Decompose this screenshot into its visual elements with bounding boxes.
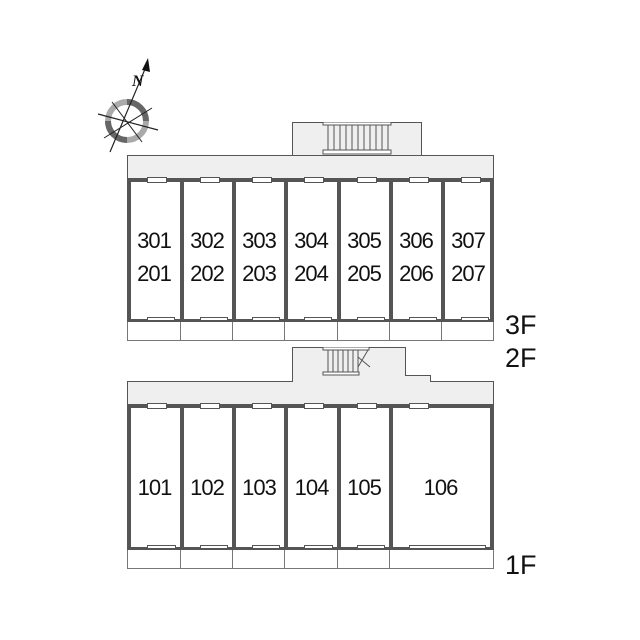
- unit-label-1f: 101: [137, 475, 173, 500]
- balcony-window: [252, 317, 280, 321]
- unit-label-1f: 103: [242, 475, 277, 500]
- unit-room: [389, 404, 494, 551]
- unit-label-3f: 303: [242, 228, 277, 253]
- upper-staircase: [322, 122, 392, 155]
- unit-label-1f: 104: [294, 475, 330, 500]
- balcony: [127, 322, 184, 341]
- unit-label-1f: 102: [190, 475, 225, 500]
- balcony-window: [252, 545, 280, 549]
- unit-label-2f: 204: [294, 261, 329, 286]
- lower-landing-step: [405, 375, 431, 383]
- unit-door: [252, 177, 272, 183]
- floor-label-3f: 3F: [505, 310, 537, 340]
- lower-staircase: [322, 347, 371, 376]
- floor-label-1f: 1F: [505, 550, 537, 580]
- unit-label-2f: 203: [242, 261, 277, 286]
- balcony-window: [357, 545, 385, 549]
- unit-label-3f: 306: [399, 228, 434, 253]
- unit-room: [180, 404, 236, 551]
- unit-door: [252, 403, 272, 409]
- balcony-window: [357, 317, 385, 321]
- unit-door: [200, 403, 220, 409]
- unit-door: [304, 177, 324, 183]
- balcony-window: [147, 317, 175, 321]
- unit-label-2f: 206: [399, 261, 434, 286]
- unit-label-2f: 201: [137, 261, 172, 286]
- floor-label-2f: 2F: [505, 343, 537, 373]
- unit-label-3f: 305: [347, 228, 382, 253]
- unit-room: [441, 178, 494, 323]
- balcony: [284, 322, 341, 341]
- balcony: [180, 550, 236, 569]
- unit-door: [461, 177, 481, 183]
- balcony-window: [304, 545, 333, 549]
- unit-label-1f: 105: [347, 475, 382, 500]
- balcony-window: [409, 545, 486, 549]
- unit-label-3f: 301: [137, 228, 172, 253]
- unit-door: [304, 403, 324, 409]
- compass-icon: N: [97, 58, 159, 153]
- unit-door: [147, 403, 167, 409]
- balcony: [337, 322, 393, 341]
- balcony-window: [147, 545, 176, 549]
- unit-label-2f: 205: [347, 261, 382, 286]
- unit-room: [127, 404, 184, 551]
- balcony: [180, 322, 236, 341]
- unit-room: [127, 178, 184, 323]
- balcony-window: [200, 317, 228, 321]
- unit-label-3f: 302: [190, 228, 225, 253]
- unit-label-3f: 304: [294, 228, 329, 253]
- unit-door: [357, 403, 377, 409]
- balcony: [232, 550, 288, 569]
- balcony: [127, 550, 184, 569]
- balcony: [232, 322, 288, 341]
- unit-door: [357, 177, 377, 183]
- balcony: [389, 550, 494, 569]
- north-label: N: [131, 73, 145, 90]
- balcony-window: [409, 317, 437, 321]
- unit-label-2f: 207: [451, 261, 486, 286]
- balcony: [284, 550, 341, 569]
- balcony-window: [200, 545, 228, 549]
- unit-door: [409, 177, 429, 183]
- unit-label-1f: 106: [423, 475, 459, 500]
- balcony-window: [304, 317, 332, 321]
- unit-door: [147, 177, 167, 183]
- balcony: [337, 550, 393, 569]
- balcony-window: [461, 317, 489, 321]
- unit-label-2f: 202: [190, 261, 225, 286]
- unit-room: [337, 404, 393, 551]
- unit-label-3f: 307: [451, 228, 486, 253]
- unit-door: [409, 403, 429, 409]
- balcony: [441, 322, 494, 341]
- unit-door: [200, 177, 220, 183]
- balcony: [389, 322, 445, 341]
